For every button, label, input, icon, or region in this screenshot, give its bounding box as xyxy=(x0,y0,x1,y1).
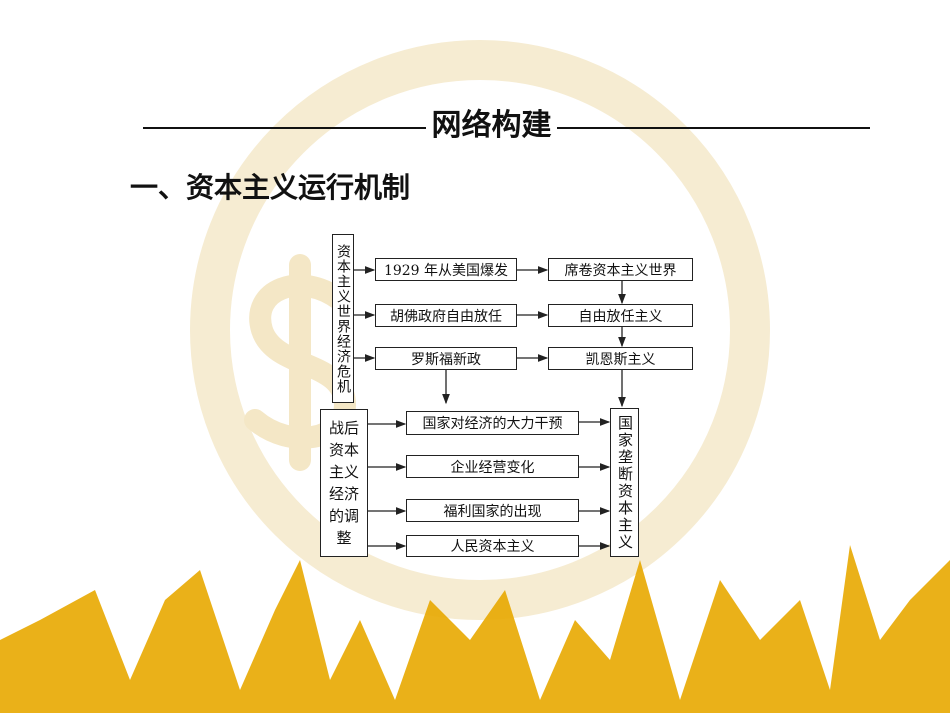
page-heading: 一、资本主义运行机制 xyxy=(130,171,411,204)
row1-right-box: 席卷资本主义世界 xyxy=(548,258,693,281)
title-rule-left xyxy=(143,127,426,129)
result-box: 国家垄断资本主义 xyxy=(610,408,639,557)
crisis-box: 资本主义世界经济危机 xyxy=(332,234,354,403)
row3-right-box: 凯恩斯主义 xyxy=(548,347,693,370)
postwar-box: 战后资本主义经济的调整 xyxy=(320,409,368,557)
title-rule-right xyxy=(557,127,870,129)
row3-left-box: 罗斯福新政 xyxy=(375,347,517,370)
gold-mountains xyxy=(0,545,950,713)
mid-box-3: 福利国家的出现 xyxy=(406,499,579,522)
mid-box-1: 国家对经济的大力干预 xyxy=(406,411,579,435)
watermark-circle xyxy=(190,40,770,620)
mid-box-2: 企业经营变化 xyxy=(406,455,579,478)
row1-left-box: 1929 年从美国爆发 xyxy=(375,258,517,281)
dollar-watermark xyxy=(244,254,357,471)
mid-box-4: 人民资本主义 xyxy=(406,535,579,557)
section-title: 网络构建 xyxy=(431,108,552,143)
row2-right-box: 自由放任主义 xyxy=(548,304,693,327)
row2-left-box: 胡佛政府自由放任 xyxy=(375,304,517,327)
